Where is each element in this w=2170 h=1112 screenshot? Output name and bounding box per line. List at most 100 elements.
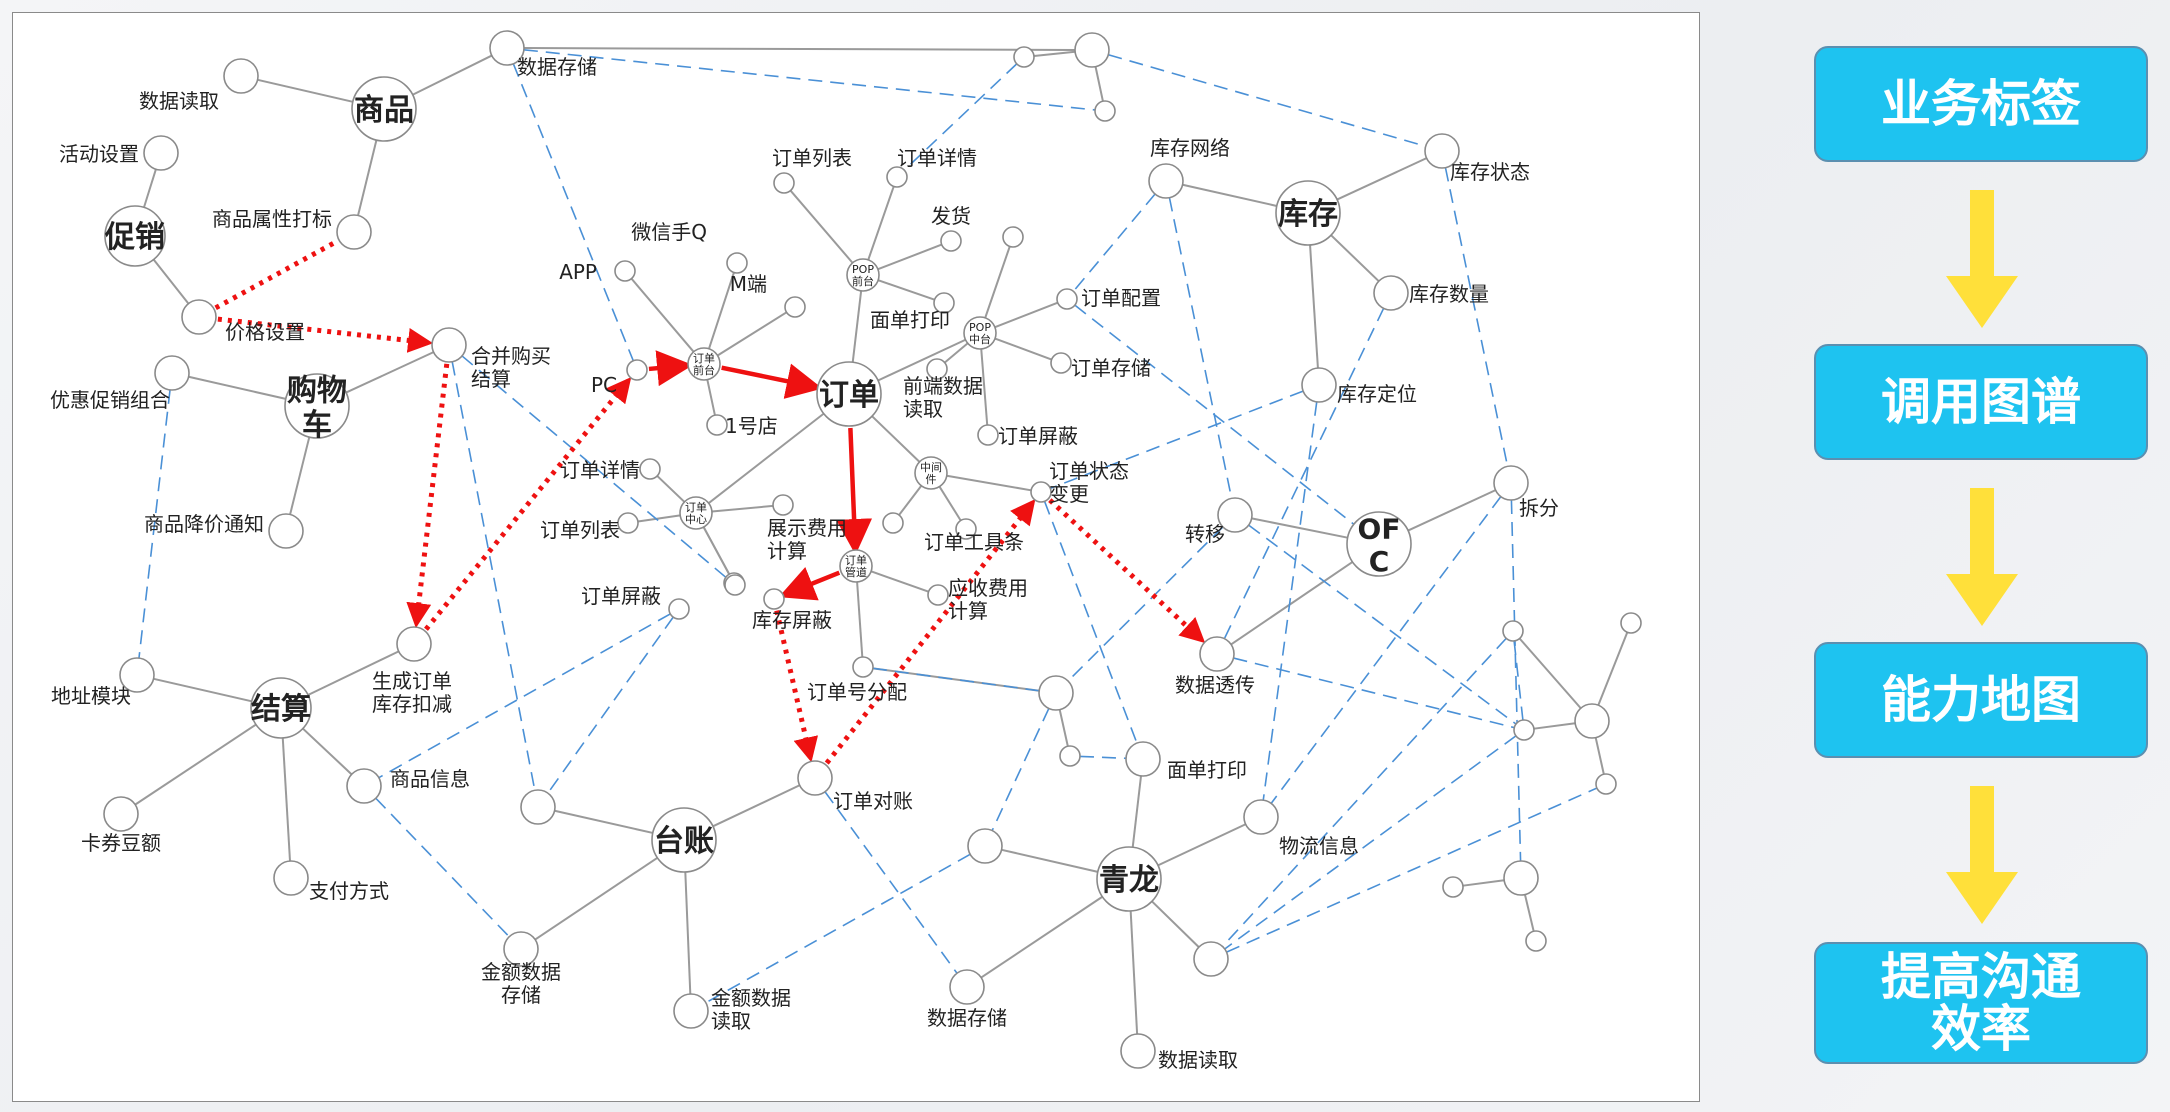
relation-edge [1131, 775, 1143, 848]
relation-edge [1151, 900, 1200, 948]
relation-edge [1597, 631, 1629, 706]
relation-edge [870, 570, 929, 593]
dependency-edge [451, 361, 536, 791]
flow-step-business-tags: 业务标签 [1814, 46, 2148, 162]
relation-edge [706, 379, 716, 416]
flow-step-label: 调用图谱 [1881, 372, 2081, 431]
node-label: 地址模块 [51, 684, 131, 708]
capability-node [614, 260, 636, 282]
capability-node [503, 931, 539, 967]
capability-node [726, 252, 748, 274]
dependency-edge [1108, 53, 1426, 148]
dependency-edge [1248, 524, 1517, 725]
relation-edge [938, 486, 962, 522]
node-label: 订单屏蔽 [998, 424, 1078, 448]
call-flow-arrow [648, 350, 694, 387]
node-label: 订单对账 [833, 789, 913, 813]
dependency-edge [1233, 657, 1515, 729]
relation-edge [134, 723, 257, 806]
relation-edge [307, 650, 400, 696]
node-label: 生成订单库存扣减 [372, 669, 452, 716]
dependency-edge [1074, 304, 1355, 525]
capability-node [882, 512, 904, 534]
capability-node [706, 414, 728, 436]
domain-hub-label: 购物车 [287, 373, 347, 443]
capability-node [763, 588, 785, 610]
domain-hub-label: 商品 [354, 93, 414, 128]
node-label: 发货 [931, 204, 971, 228]
capability-node [940, 230, 962, 252]
capability-node [1424, 133, 1460, 169]
relation-edge [412, 54, 493, 96]
dependency-edge [1510, 499, 1522, 862]
dependency-edge [872, 667, 1040, 692]
dependency-edge [1513, 640, 1524, 721]
node-label: 订单列表 [540, 518, 620, 542]
dependency-edge [1270, 496, 1502, 804]
dependency-edge [1444, 167, 1509, 467]
subsystem-node [687, 347, 721, 381]
capability-node [1493, 465, 1529, 501]
node-label: 订单屏蔽 [581, 584, 661, 608]
node-label: 物流信息 [1279, 834, 1359, 858]
capability-node [1503, 860, 1539, 896]
node-label: 订单管道 [845, 554, 867, 579]
relation-edge [684, 871, 692, 995]
dependency-edge [1224, 735, 1517, 950]
dependency-edge [461, 355, 728, 580]
node-label: 活动设置 [59, 142, 139, 166]
node-label: 优惠促销组合 [50, 388, 170, 412]
domain-hub-node [1275, 180, 1341, 246]
relation-edge [554, 809, 654, 834]
node-label: 金额数据读取 [711, 986, 791, 1033]
relation-edge [1594, 737, 1605, 775]
relation-edge [898, 485, 923, 516]
node-label: 面单打印 [870, 308, 950, 332]
dependency-edge [378, 613, 671, 779]
node-label: 订单列表 [772, 146, 852, 170]
node-label: 订单存储 [1071, 356, 1151, 380]
dependency-edge [1262, 401, 1318, 801]
node-label: 合并购买结算 [471, 344, 551, 391]
dependency-edge [523, 48, 1096, 111]
relation-edge [1533, 722, 1576, 730]
dependency-edge [375, 797, 510, 938]
relation-edge [877, 243, 943, 271]
capability-node [1199, 636, 1235, 672]
relation-edge [1033, 50, 1076, 57]
relation-edge [1462, 879, 1505, 887]
node-label: 拆分 [1519, 496, 1559, 520]
relation-edge [630, 277, 695, 353]
capability-node [1120, 1033, 1156, 1069]
node-label: 数据读取 [1158, 1048, 1238, 1072]
dependency-edge [1221, 637, 1507, 948]
call-flow-arrow [721, 363, 823, 399]
node-label: 库存数量 [1409, 282, 1489, 306]
capability-node [431, 327, 467, 363]
capability-node [773, 172, 795, 194]
capability-node [673, 993, 709, 1029]
node-label: 微信手Q [631, 220, 707, 244]
relation-edge [1251, 517, 1348, 539]
domain-hub-label: 台账 [654, 824, 714, 859]
node-label: 库存状态 [1450, 160, 1530, 184]
relation-edge [345, 351, 434, 394]
node-label: 库存屏蔽 [752, 608, 832, 632]
dependency-edge [512, 63, 634, 362]
subsystem-node [914, 456, 948, 490]
capability-node [346, 768, 382, 804]
capability-node [926, 358, 948, 380]
call-chain-dotted-arrow [774, 610, 819, 763]
capability-node [1243, 799, 1279, 835]
node-label: 库存定位 [1337, 382, 1417, 406]
capability-node [927, 584, 949, 606]
node-label: 订单详情 [897, 146, 977, 170]
relation-edge [867, 186, 895, 261]
capability-node [955, 518, 977, 540]
relation-edge [984, 246, 1011, 319]
node-label: 中间件 [920, 461, 942, 486]
capability-node [977, 424, 999, 446]
capability-node [1030, 481, 1052, 503]
